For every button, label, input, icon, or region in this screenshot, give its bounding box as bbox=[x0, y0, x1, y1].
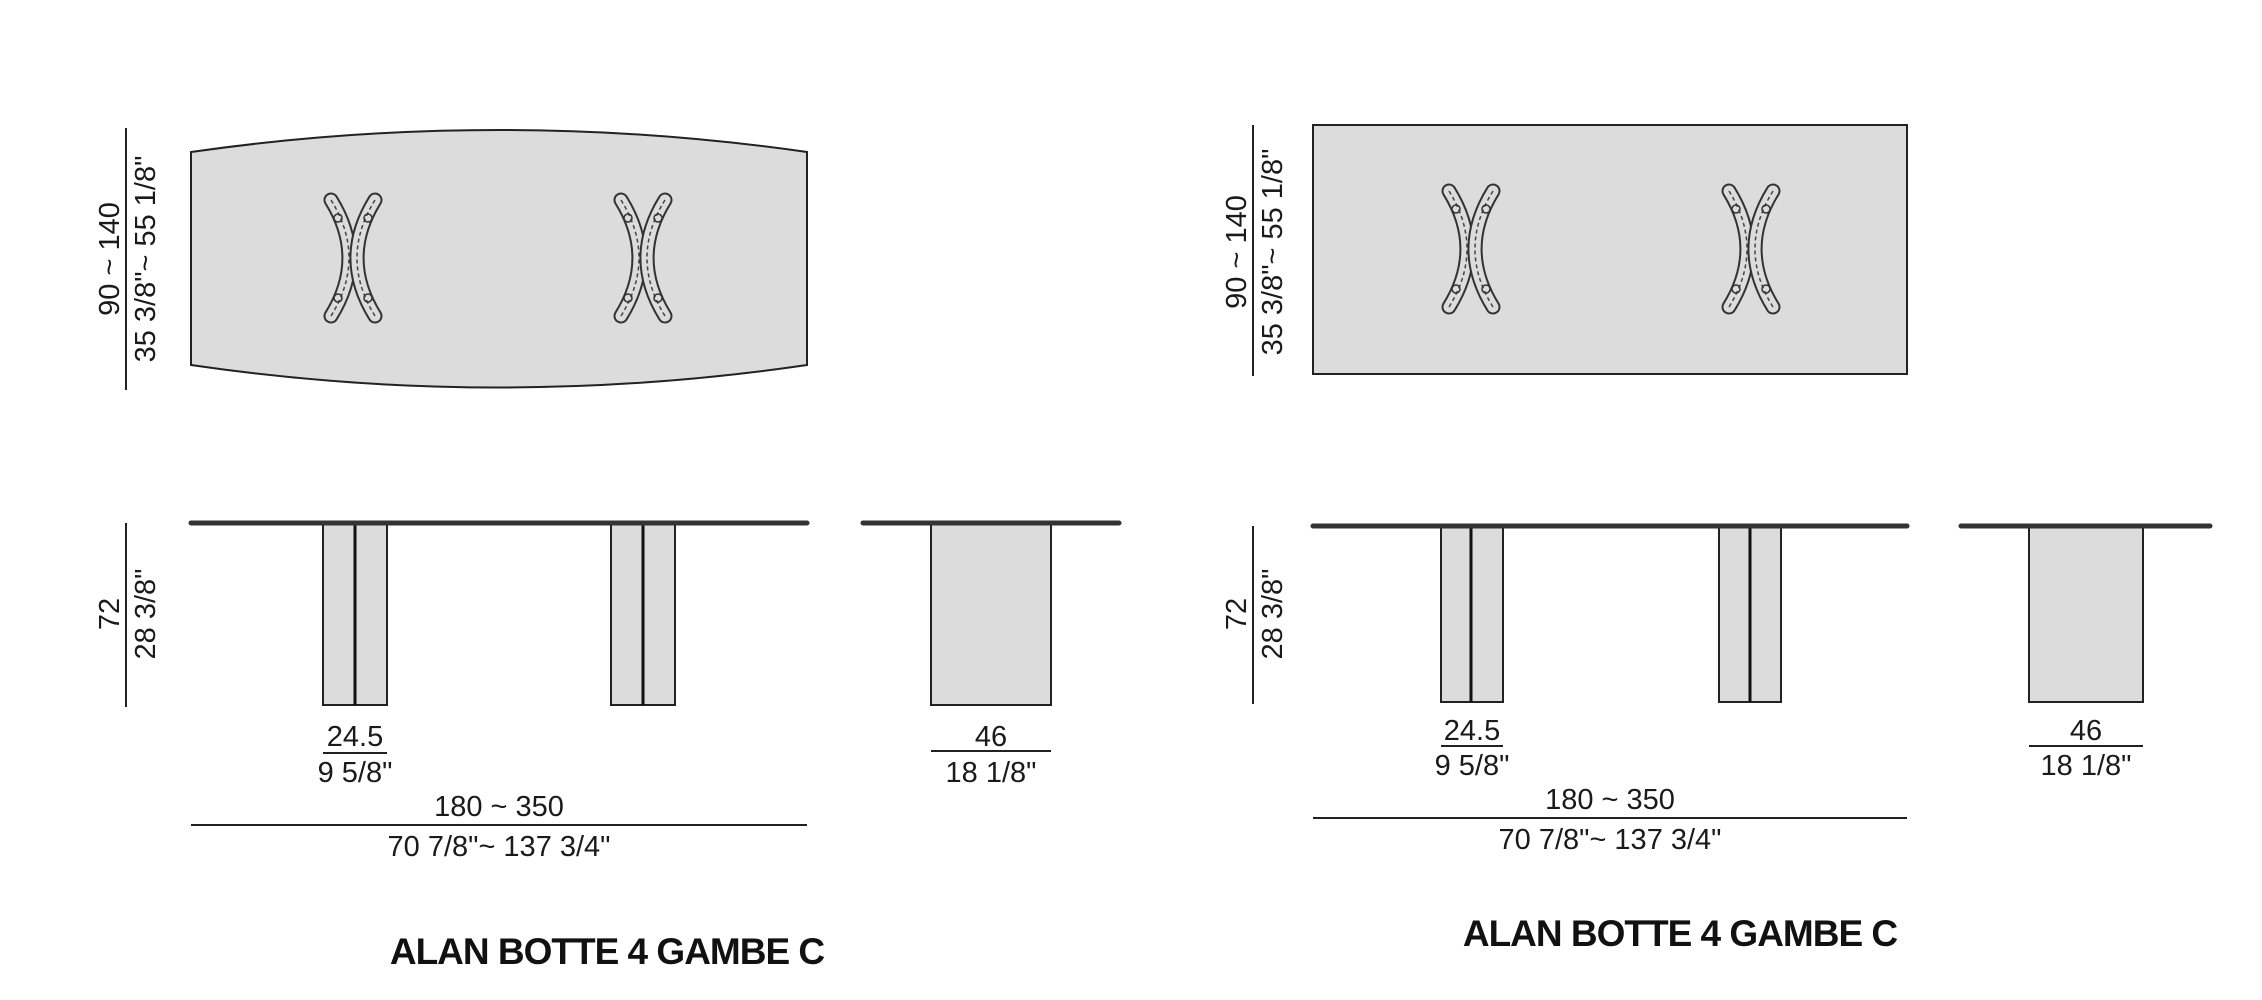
depth-dim-cm: 46 bbox=[975, 721, 1007, 753]
length-dim-cm: 180 ~ 350 bbox=[1545, 784, 1675, 816]
depth-dim-in: 18 1/8" bbox=[2041, 750, 2132, 782]
product-title: ALAN BOTTE 4 GAMBE C bbox=[1463, 913, 1898, 954]
side-view: 72 28 3/8" 24.5 9 5/8" 180 ~ 350 70 7/8"… bbox=[1221, 523, 1910, 856]
top-view: 90 ~ 140 35 3/8"~ 55 1/8" bbox=[1221, 124, 1908, 376]
leg-dim-in: 9 5/8" bbox=[1435, 750, 1510, 782]
product-title: ALAN BOTTE 4 GAMBE C bbox=[390, 931, 825, 972]
drawing-barrel-table: 90 ~ 140 35 3/8"~ 55 1/8" 72 28 3/8" 24.… bbox=[94, 128, 1122, 972]
depth-dim-in: 18 1/8" bbox=[946, 757, 1037, 789]
leg bbox=[930, 522, 1052, 706]
height-dim-cm: 72 bbox=[94, 598, 126, 630]
leg-dim-cm: 24.5 bbox=[327, 721, 383, 753]
height-dim-in: 28 3/8" bbox=[130, 569, 162, 660]
leg-dim-cm: 24.5 bbox=[1444, 715, 1500, 747]
leg bbox=[2028, 525, 2144, 703]
rectangular-tabletop bbox=[1312, 124, 1908, 375]
end-view: 46 18 1/8" bbox=[860, 520, 1122, 789]
length-dim-in: 70 7/8"~ 137 3/4" bbox=[388, 831, 611, 863]
barrel-tabletop bbox=[190, 129, 808, 389]
side-view: 72 28 3/8" 24.5 9 5/8" 180 ~ 350 70 7/8"… bbox=[94, 520, 810, 863]
top-view: 90 ~ 140 35 3/8"~ 55 1/8" bbox=[94, 128, 808, 390]
leg-dim-in: 9 5/8" bbox=[318, 757, 393, 789]
height-dim-cm: 72 bbox=[1221, 598, 1253, 630]
depth-dim-cm: 46 bbox=[2070, 715, 2102, 747]
length-dim-cm: 180 ~ 350 bbox=[434, 791, 564, 823]
height-dim-in: 28 3/8" bbox=[1257, 569, 1289, 660]
width-dim-cm: 90 ~ 140 bbox=[94, 202, 126, 316]
end-view: 46 18 1/8" bbox=[1958, 523, 2213, 782]
drawing-rectangular-table: 90 ~ 140 35 3/8"~ 55 1/8" 72 28 3/8" 24.… bbox=[1221, 124, 2213, 954]
length-dim-in: 70 7/8"~ 137 3/4" bbox=[1499, 824, 1722, 856]
width-dim-cm: 90 ~ 140 bbox=[1221, 195, 1253, 309]
width-dim-in: 35 3/8"~ 55 1/8" bbox=[1257, 149, 1289, 356]
width-dim-in: 35 3/8"~ 55 1/8" bbox=[130, 156, 162, 363]
